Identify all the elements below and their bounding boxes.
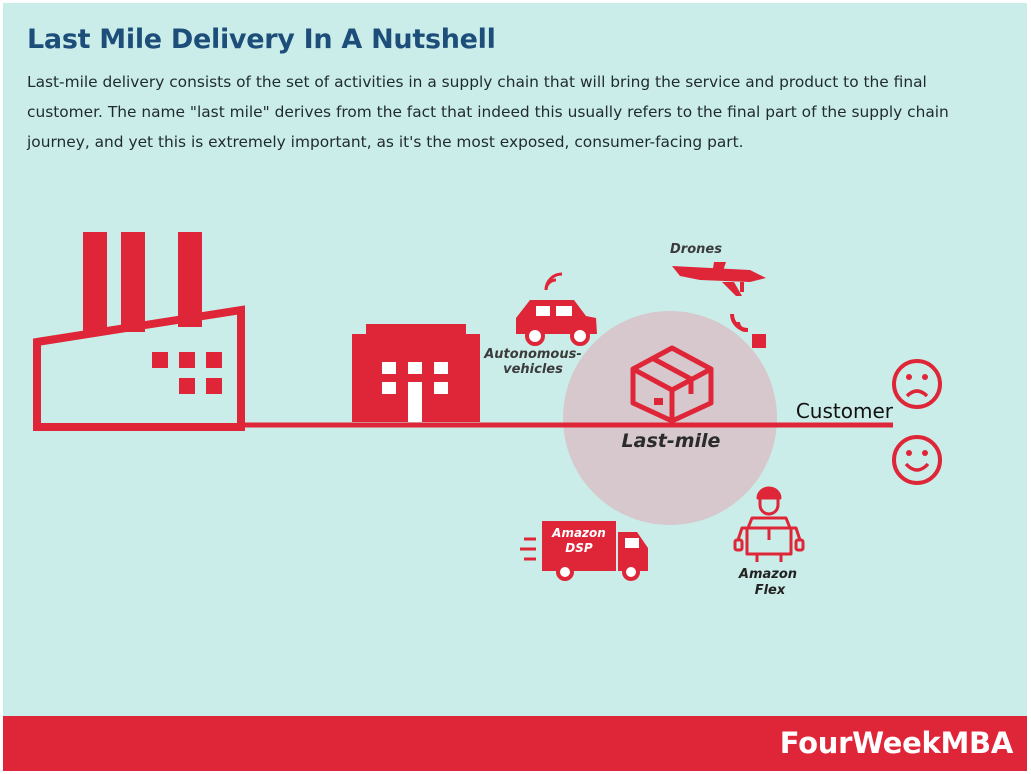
flex-label-line1: Amazon (738, 567, 797, 582)
delivery-truck-icon (520, 521, 648, 581)
page-title: Last Mile Delivery In A Nutshell (27, 24, 496, 55)
background-panel (3, 3, 1027, 716)
footer-bar: FourWeekMBA (3, 716, 1027, 771)
package-label-mark (654, 398, 663, 405)
package-box-icon (630, 345, 714, 424)
drone-icon (672, 262, 766, 296)
autonomous-label-line1: Autonomous- (483, 347, 582, 362)
autonomous-car-icon (516, 272, 597, 346)
courier-icon (733, 486, 805, 562)
brand-logo: FourWeekMBA (779, 726, 1014, 760)
wifi-signal-icon (730, 313, 766, 348)
dsp-label-line2: DSP (565, 541, 593, 555)
dsp-label-line1: Amazon (551, 526, 606, 540)
happy-face-icon (892, 435, 942, 485)
page-description: Last-mile delivery consists of the set o… (27, 73, 949, 151)
store-icon (352, 324, 480, 422)
drones-label: Drones (670, 242, 722, 257)
last-mile-label: Last-mile (622, 430, 721, 452)
factory-icon (33, 232, 245, 431)
flex-label-line2: Flex (755, 583, 786, 598)
customer-label: Customer (796, 399, 894, 423)
autonomous-label-line2: vehicles (503, 362, 563, 377)
sad-face-icon (892, 359, 942, 409)
